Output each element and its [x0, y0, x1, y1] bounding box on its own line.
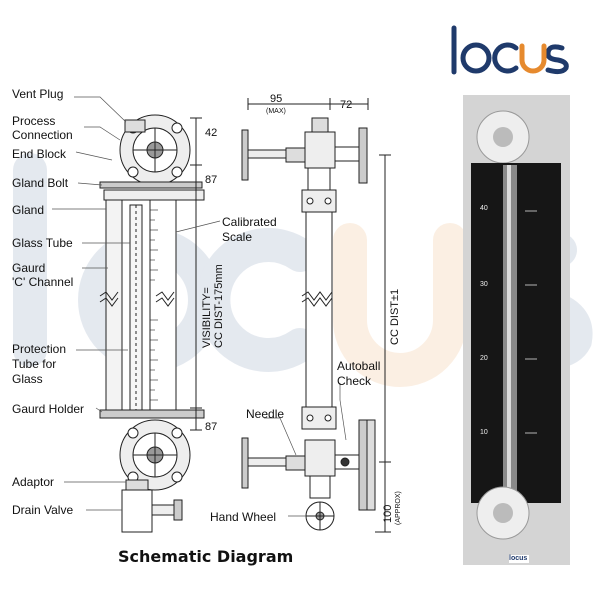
dim-100: 100 [382, 504, 394, 523]
label-drain-valve: Drain Valve [12, 503, 74, 517]
dim-42: 42 [205, 127, 218, 139]
dim-87-bottom: 87 [205, 421, 218, 433]
dim-95: 95 [270, 93, 283, 105]
dim-87-top: 87 [205, 174, 218, 186]
drain-valve [121, 489, 153, 533]
label-tube-for: Tube for [12, 357, 57, 371]
watermark-glyph-u [333, 223, 467, 387]
label-adaptor: Adaptor [12, 475, 55, 489]
label-scale: Scale [222, 230, 253, 244]
dim-cc-dist-tol: CC DIST±1 [389, 288, 401, 345]
middle-body [305, 211, 333, 408]
guard-holder [99, 409, 205, 419]
bottom-valve-body [304, 439, 336, 477]
product-photo: 40 30 20 10 locus [463, 95, 570, 565]
label-glass: Glass [12, 372, 43, 386]
calibrated-scale [149, 199, 177, 416]
label-glass-tube: Glass Tube [12, 236, 73, 250]
label-protection: Protection [12, 342, 67, 356]
label-c-channel: 'C' Channel [12, 275, 74, 289]
dim-cc-dist: CC DIST-175mm [213, 264, 225, 348]
top-valve-body [304, 131, 336, 169]
label-gland-bolt: Gland Bolt [12, 176, 69, 190]
label-hand-wheel: Hand Wheel [210, 510, 277, 524]
dim-visibility: VISIBILITY= [201, 287, 213, 348]
label-gaurd-holder: Gaurd Holder [12, 402, 85, 416]
label-calibrated: Calibrated [222, 215, 277, 229]
photo-gauge [463, 95, 570, 565]
photo-tick-10: 10 [480, 429, 488, 436]
dim-72: 72 [340, 99, 353, 111]
label-gland: Gland [12, 203, 45, 217]
leader-vent-plug [74, 96, 127, 123]
top-process-flange [358, 127, 368, 184]
dim-100-note: (APPROX) [395, 491, 402, 525]
label-check: Check [337, 374, 372, 388]
locus-logo [451, 25, 569, 75]
label-end-block: End Block [12, 147, 67, 161]
photo-tick-40: 40 [480, 205, 488, 212]
label-process: Process [12, 114, 56, 128]
label-vent-plug: Vent Plug [12, 87, 64, 101]
dim-95-note: (MAX) [266, 108, 286, 115]
label-needle: Needle [246, 407, 285, 421]
label-autoball: Autoball [337, 359, 381, 373]
logo-u-glyph [519, 43, 547, 74]
diagram-title: Schematic Diagram [118, 547, 294, 566]
photo-tick-30: 30 [480, 281, 488, 288]
label-connection: Connection [12, 128, 73, 142]
bottom-process-flange [358, 419, 368, 511]
photo-tick-20: 20 [480, 355, 488, 362]
watermark-glyph-c [196, 228, 317, 372]
label-gaurd: Gaurd [12, 261, 46, 275]
photo-logo-text: locus [509, 555, 528, 562]
